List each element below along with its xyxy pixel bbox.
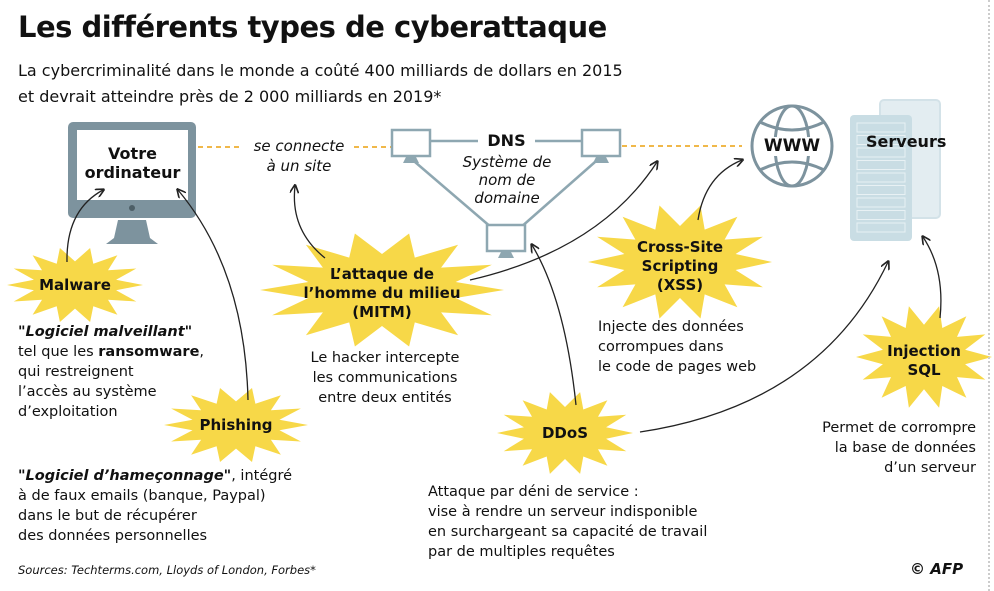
server-rack-slot <box>856 160 906 170</box>
desc-line: en surchargeant sa capacité de travail <box>428 524 708 540</box>
server-rack-slot <box>856 197 906 208</box>
desc-line: dans le but de récupérer <box>18 508 197 524</box>
dns-label: DNS <box>487 131 526 150</box>
server-rack-slot <box>856 172 906 183</box>
desc-line: "Logiciel d’hameçonnage", intégré <box>18 466 292 486</box>
server-rack-slot <box>856 122 906 133</box>
sql-line: Injection <box>887 342 961 360</box>
dns-desc-line: domaine <box>474 189 540 207</box>
afp-logo: © AFP <box>910 560 964 578</box>
computer-icon <box>68 122 196 244</box>
desc-line: les communications <box>312 370 458 386</box>
server-rack-slot <box>856 185 906 195</box>
desc-line: "Logiciel malveillant" <box>18 324 193 340</box>
mitm-line: (MITM) <box>352 303 412 321</box>
desc-bold: "Logiciel d’hameçonnage" <box>18 468 232 484</box>
desc-line: d’exploitation <box>18 404 118 420</box>
desc-text: , intégré <box>231 468 293 484</box>
desc-line: le code de pages web <box>598 359 757 375</box>
desc-text: , <box>199 344 205 360</box>
desc-line: entre deux entités <box>318 390 452 406</box>
xss-line: (XSS) <box>656 276 704 294</box>
ddos-label: DDoS <box>541 424 588 442</box>
desc-line: tel que les ransomware, <box>18 342 204 362</box>
attack-arrows <box>66 160 942 433</box>
subtitle: La cybercriminalité dans le monde a coût… <box>18 58 718 110</box>
desc-line: la base de données <box>834 440 976 456</box>
xss-description: Injecte des données corrompues dans le cod… <box>598 317 756 377</box>
connect-line: se connecte <box>253 137 345 155</box>
desc-line: Le hacker intercepte <box>310 350 460 366</box>
desc-line: par de multiples requêtes <box>428 544 615 560</box>
desc-line: Permet de corrompre <box>822 420 976 436</box>
desc-line: Injecte des données <box>598 319 744 335</box>
phishing-label: Phishing <box>199 416 273 434</box>
page-edge <box>988 0 992 591</box>
phishing-description: "Logiciel d’hameçonnage", intégré à de f… <box>18 466 292 546</box>
desc-line: à de faux emails (banque, Paypal) <box>18 488 266 504</box>
sql-starburst <box>856 306 992 408</box>
desc-line: corrompues dans <box>598 339 724 355</box>
server-rack-slot <box>856 210 906 220</box>
ddos-description: Attaque par déni de service : vise à rend… <box>428 482 707 562</box>
server-rack-slot <box>856 222 906 233</box>
connection-dashes <box>198 145 742 148</box>
sql-line: SQL <box>907 361 941 379</box>
server-rack-slot <box>856 135 906 145</box>
malware-label: Malware <box>39 276 111 294</box>
connect-line: à un site <box>266 157 332 175</box>
mitm-description: Le hacker intercepte les communications en… <box>290 348 480 408</box>
page-title: Les différents types de cyberattaque <box>18 10 607 44</box>
malware-description: "Logiciel malveillant" tel que les ranso… <box>18 322 204 422</box>
desc-line: des données personnelles <box>18 528 208 544</box>
desc-line: d’un serveur <box>884 460 976 476</box>
desc-line: vise à rendre un serveur indisponible <box>428 504 698 520</box>
xss-line: Scripting <box>641 257 719 275</box>
servers-icon <box>850 99 941 241</box>
computer-label-line: ordinateur <box>84 163 181 182</box>
desc-line: l’accès au système <box>18 384 157 400</box>
sql-description: Permet de corrompre la base de données d’u… <box>770 418 976 478</box>
malware-starburst <box>7 248 143 322</box>
ddos-starburst <box>497 392 633 474</box>
computer-label-line: Votre <box>108 144 157 163</box>
dns-desc-line: nom de <box>478 171 536 189</box>
servers-label: Serveurs <box>866 132 947 151</box>
desc-line: qui restreignent <box>18 364 134 380</box>
xss-starburst <box>588 205 772 319</box>
mitm-line: L’attaque de <box>329 265 435 283</box>
mitm-starburst <box>260 233 504 347</box>
dns-network-icon <box>390 128 622 258</box>
desc-text: tel que les <box>18 344 99 360</box>
dns-desc-line: Système de <box>462 153 552 171</box>
desc-line: Attaque par déni de service : <box>428 484 639 500</box>
sources: Sources: Techterms.com, Lloyds of London… <box>18 563 316 577</box>
desc-bold: ransomware <box>98 344 200 360</box>
server-rack-slot <box>856 147 906 158</box>
www-label: WWW <box>755 137 829 156</box>
mitm-line: l’homme du milieu <box>303 284 461 302</box>
phishing-starburst <box>164 388 308 462</box>
xss-line: Cross-Site <box>636 238 724 256</box>
subtitle-line: et devrait atteindre près de 2 000 milli… <box>18 87 442 106</box>
connect-label: se connecte à un site <box>244 136 354 176</box>
subtitle-line: La cybercriminalité dans le monde a coût… <box>18 61 623 80</box>
